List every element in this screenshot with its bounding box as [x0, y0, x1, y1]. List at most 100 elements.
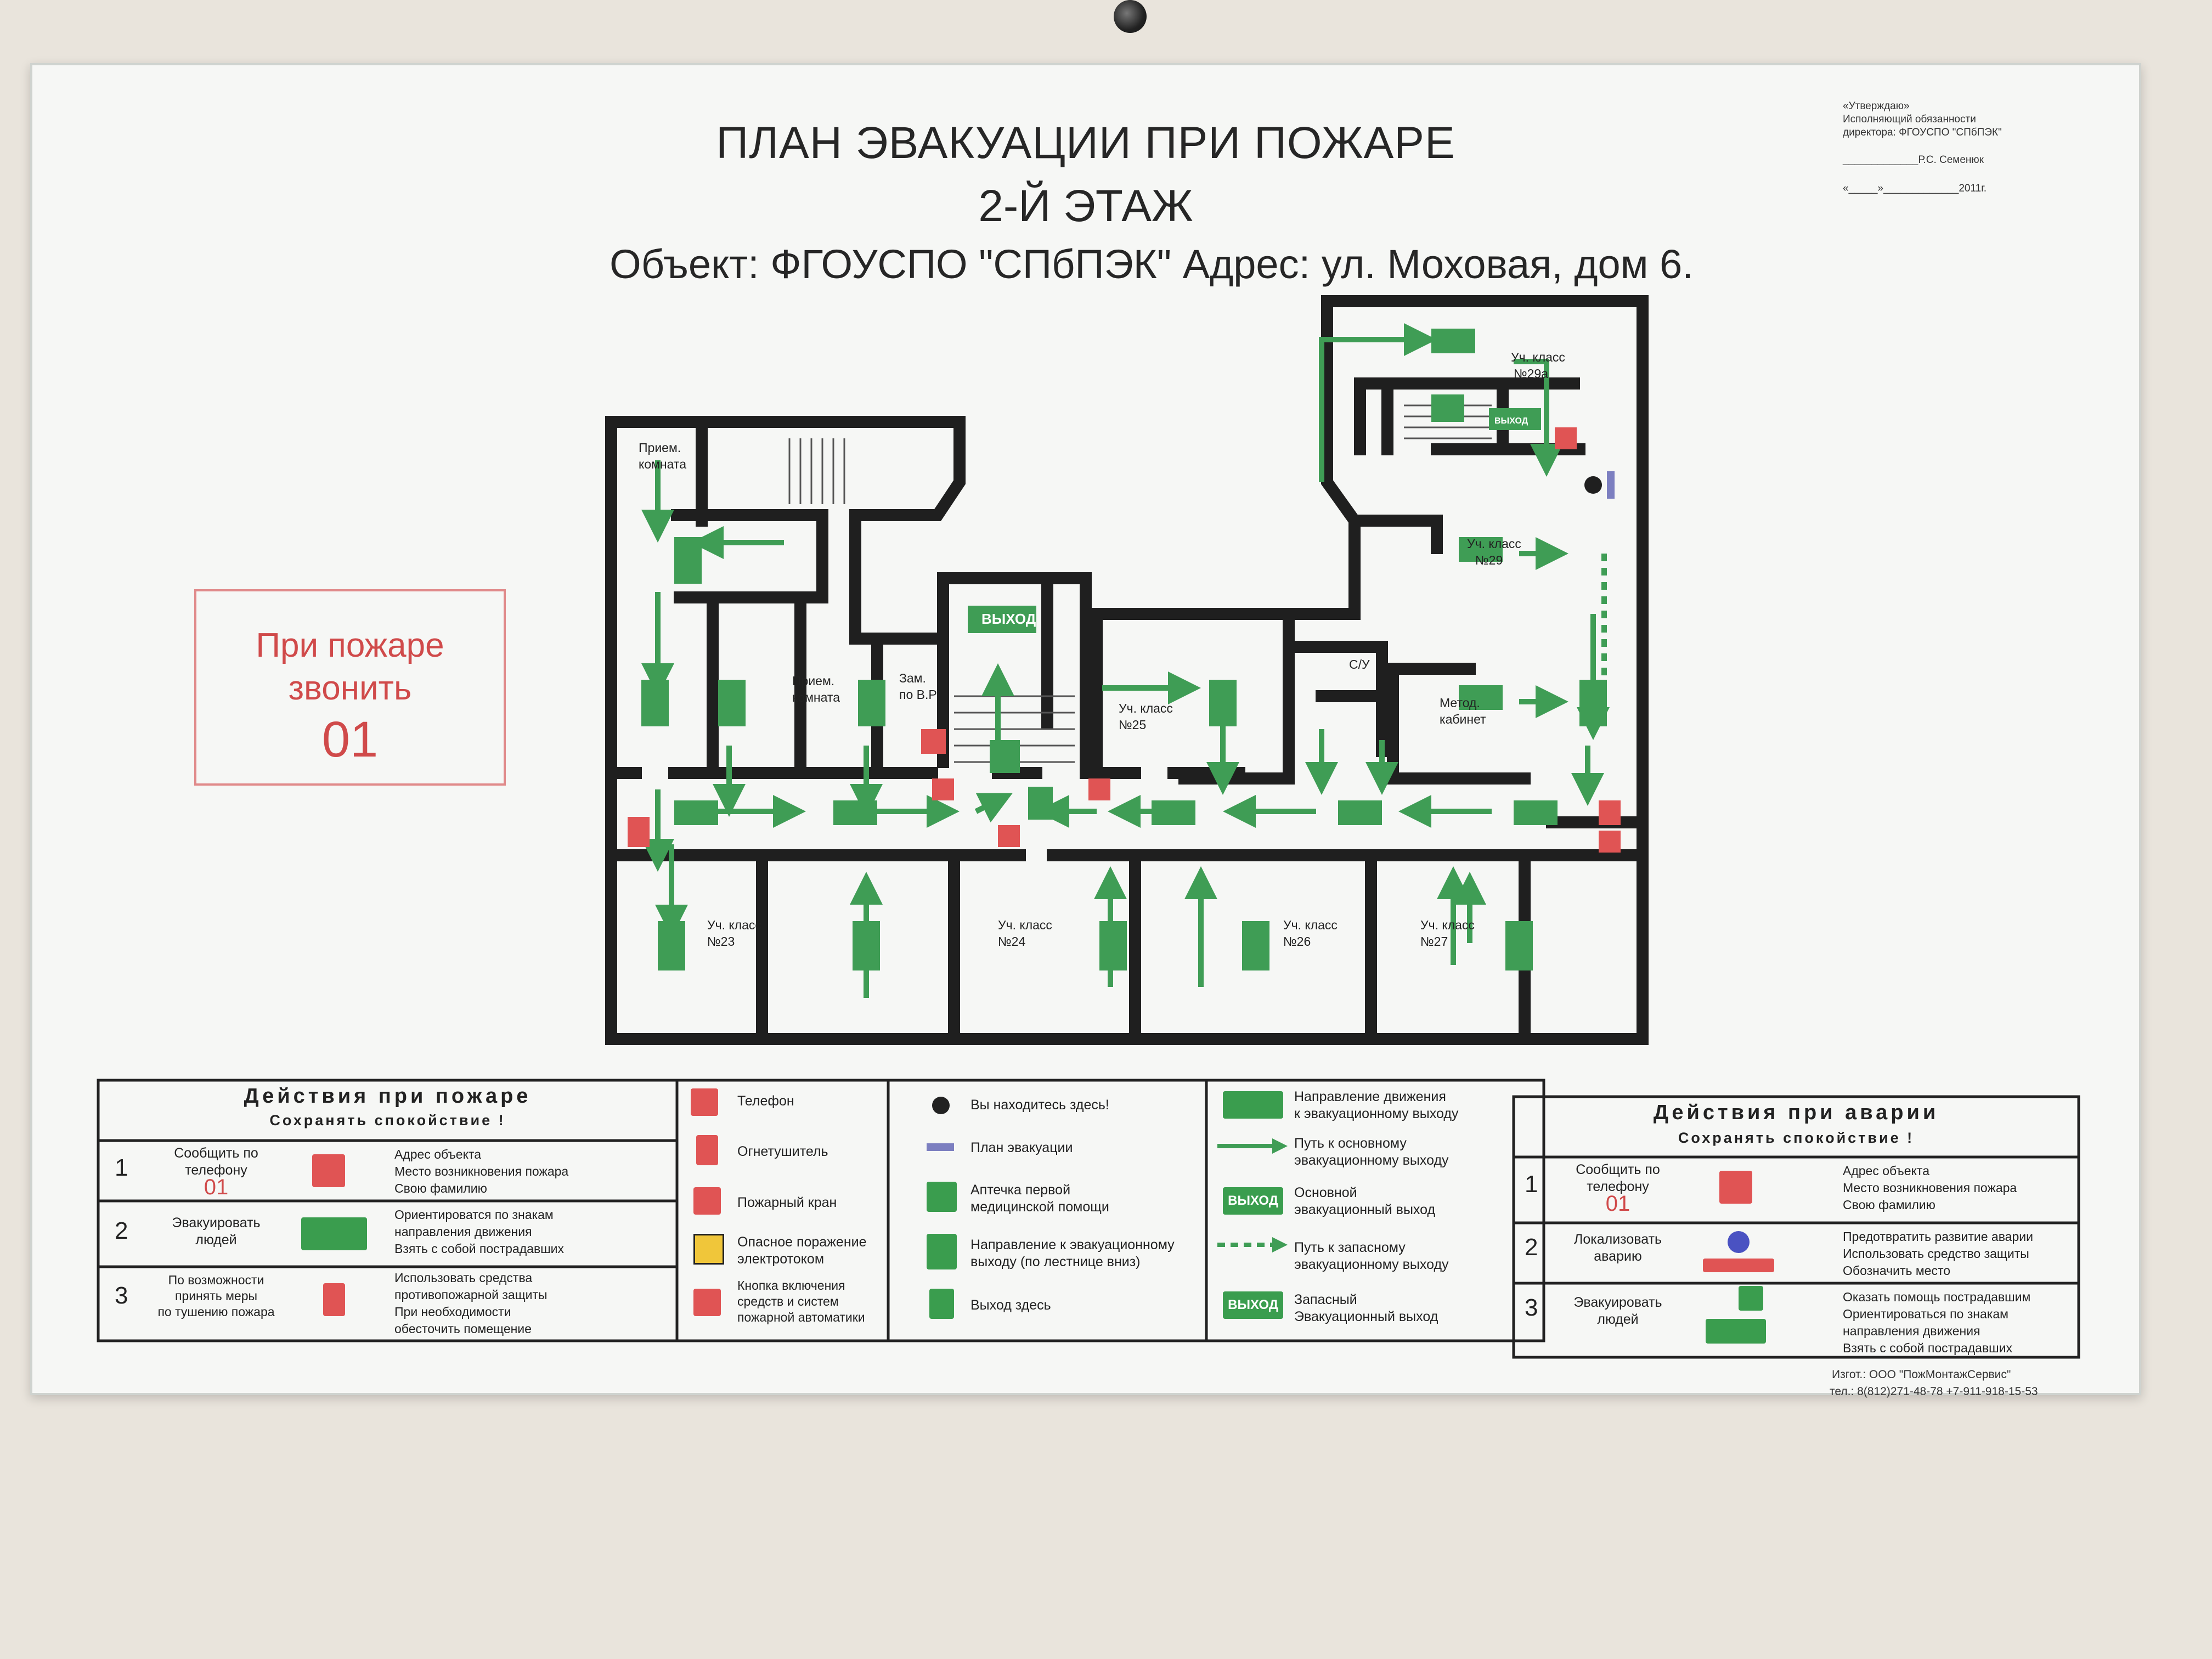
bullet: Свою фамилию [394, 1181, 487, 1195]
legend-label: Направление движения к эвакуационному вы… [1294, 1088, 1458, 1122]
bullet: Обозначить место [1843, 1263, 1951, 1278]
stair-top-left [788, 438, 845, 504]
step-number: 3 [1525, 1294, 1538, 1321]
fire-extinguisher-icon [1599, 800, 1621, 825]
step-label-line: людей [1597, 1312, 1639, 1327]
room-label: №27 [1420, 934, 1448, 949]
main-exit-word: ВЫХОД [1228, 1193, 1278, 1208]
left-inner [671, 509, 828, 603]
call-box-number: 01 [321, 712, 379, 768]
exit-direction-sign [718, 680, 746, 726]
exit-direction-sign [1242, 921, 1269, 970]
step-label-line: принять меры [174, 1289, 258, 1303]
step-label: Эвакуировать людей [1547, 1294, 1689, 1328]
exit-direction-sign [1431, 394, 1464, 422]
fire-equipment [628, 427, 1621, 853]
legend-label-line: Основной [1294, 1185, 1357, 1200]
room-label: Уч. класс [1467, 537, 1521, 551]
exit-direction-sign [674, 537, 702, 584]
step-label-line: телефону [1587, 1179, 1649, 1194]
legend-label-line: Эвакуационный выход [1294, 1309, 1438, 1324]
fire-alarm-button-icon [693, 1289, 721, 1316]
floor-plan: Прием. комната Прием. комната Зам. по В.… [605, 295, 1649, 1045]
accident-actions-subheading: Сохранять спокойствие ! [1678, 1130, 1915, 1146]
step-label-line: аварию [1594, 1249, 1642, 1264]
room-label: №26 [1283, 934, 1311, 949]
fire-extinguisher-icon [628, 817, 650, 847]
room-label: Прием. [792, 674, 834, 688]
object-address: Объект: ФГОУСПО "СПбПЭК" Адрес: ул. Мохо… [610, 241, 1694, 287]
first-aid-icon [927, 1182, 957, 1212]
step-label-line: Сообщить по [174, 1146, 258, 1161]
manufacturer-phones: тел.: 8(812)271-48-78 +7-911-918-15-53 [1830, 1385, 2038, 1398]
phone-icon [312, 1154, 345, 1187]
step-number: 3 [115, 1282, 128, 1309]
exit-direction-sign [1099, 921, 1127, 970]
room-labels: Прием. комната Прием. комната Зам. по В.… [639, 350, 1565, 949]
step-bullets: Использовать средства противопожарной за… [394, 1269, 548, 1338]
main-exit-sign [968, 606, 1036, 633]
legend-label-line: Аптечка первой [970, 1182, 1071, 1198]
evacuation-plan-marker [1607, 471, 1615, 499]
legend-label-line: медицинской помощи [970, 1199, 1109, 1215]
room-label: С/У [1349, 657, 1370, 672]
approval-block: «Утверждаю» Исполняющий обязанности дире… [1843, 98, 2128, 197]
exit-direction-sign [1579, 680, 1607, 726]
bullet: Использовать средства [394, 1271, 533, 1285]
room-label: по В.Р [899, 687, 937, 702]
exit-direction-sign [1209, 680, 1237, 726]
fire-extinguisher-icon [696, 1135, 718, 1165]
room-label: Уч. класс [707, 918, 761, 932]
step-number: 1 [1525, 1171, 1538, 1198]
bullet: Адрес объекта [1843, 1164, 1929, 1178]
room-label: комната [792, 690, 840, 704]
bullet: Оказать помощь пострадавшим [1843, 1290, 2031, 1304]
bullet: Взять с собой пострадавших [394, 1242, 564, 1256]
exit-direction-icon [301, 1217, 367, 1250]
evacuation-poster: ПЛАН ЭВАКУАЦИИ ПРИ ПОЖАРЕ 2-Й ЭТАЖ Объек… [30, 63, 2141, 1395]
legend-label-line: выходу (по лестнице вниз) [970, 1254, 1141, 1269]
exit-sign-label: ВЫХОД [981, 611, 1036, 627]
legend-label: Путь к запасному эвакуационному выходу [1294, 1239, 1449, 1273]
exit-direction-sign [1338, 800, 1382, 825]
step-bullets: Адрес объекта Место возникновения пожара… [1843, 1163, 2017, 1214]
bottom-rooms [756, 855, 1531, 1045]
exit-direction-sign [658, 921, 685, 970]
legend-label-line: пожарной автоматики [737, 1310, 865, 1324]
su-block [1288, 641, 1388, 757]
fire-alarm-button-icon [1088, 778, 1110, 800]
legend-label-line: Направление движения [1294, 1089, 1446, 1104]
phone-icon [691, 1088, 718, 1116]
approval-line: директора: ФГОУСПО "СПбПЭК" [1843, 127, 2002, 138]
exit-direction-sign [1459, 685, 1503, 710]
step-bullets: Оказать помощь пострадавшим Ориентироват… [1843, 1289, 2030, 1357]
stair-center [954, 695, 1075, 763]
fire-actions-subheading: Сохранять спокойствие ! [269, 1112, 506, 1128]
step-label-line: По возможности [168, 1273, 264, 1287]
legend-label-line: Путь к основному [1294, 1136, 1407, 1151]
room-label: №29а [1514, 366, 1548, 381]
exit-direction-sign [641, 680, 669, 726]
bullet: направления движения [1843, 1324, 1980, 1338]
step-label-line: Эвакуировать [172, 1215, 261, 1231]
exit-direction-sign [858, 680, 885, 726]
step-label-line: по тушению пожара [157, 1305, 275, 1319]
room-label: Уч. класс [1511, 350, 1565, 364]
legend-label: План эвакуации [970, 1140, 1073, 1155]
exit-direction-sign [1514, 800, 1558, 825]
bullet: направления движения [394, 1224, 532, 1239]
legend-label: Кнопка включения средств и систем пожарн… [737, 1278, 865, 1325]
legend-label-line: эвакуационному выходу [1294, 1257, 1449, 1272]
legend-label-line: Опасное поражение [737, 1234, 867, 1250]
exit-direction-sign [1431, 329, 1475, 353]
bullet: Место возникновения пожара [1843, 1181, 2017, 1195]
floor-title: 2-Й ЭТАЖ [978, 181, 1193, 231]
legend-label-line: Запасный [1294, 1292, 1357, 1307]
step-label-line: телефону [185, 1163, 247, 1178]
legend-label-line: Кнопка включения [737, 1278, 845, 1293]
walls [605, 295, 1649, 1045]
room-label: Уч. класс [998, 918, 1052, 932]
room-label: Уч. класс [1119, 701, 1173, 715]
bullet: противопожарной защиты [394, 1288, 548, 1302]
step-label-line: Локализовать [1573, 1232, 1662, 1247]
